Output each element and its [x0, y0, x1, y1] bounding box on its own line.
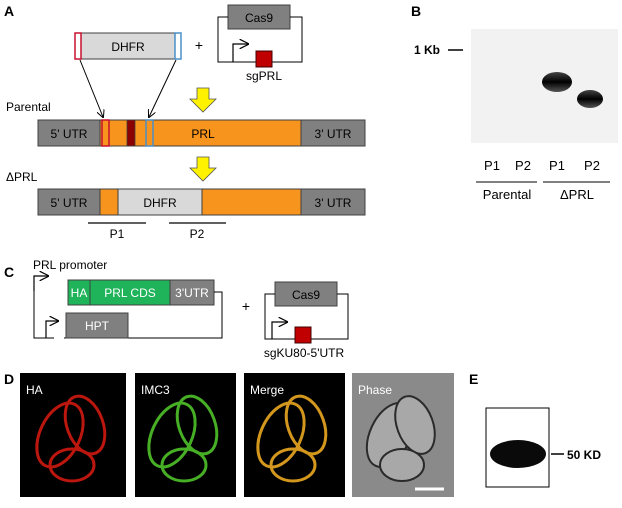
merge-parasites — [256, 394, 328, 483]
p2-label: P2 — [190, 227, 205, 241]
sgprl-label: sgPRL — [246, 69, 282, 83]
p1-label: P1 — [110, 227, 125, 241]
phase-parasites — [365, 395, 436, 482]
mutant-label: ΔPRL — [6, 170, 38, 184]
gel-lane-1: P1 — [484, 158, 500, 173]
c-cas9-box — [274, 281, 338, 307]
imc3-panel-label: IMC3 — [141, 383, 170, 397]
gel-group1-label: Parental — [483, 187, 532, 202]
prl-promoter-arrow — [33, 276, 48, 291]
cas9-plasmid-loop-right — [271, 16, 303, 63]
c-cas9-label: Cas9 — [292, 288, 320, 302]
imc3-parasites — [147, 394, 219, 483]
promoter-label: PRL promoter — [33, 258, 107, 272]
gel-band-delta-p1 — [542, 72, 572, 92]
prl-cds-label: PRL CDS — [104, 286, 156, 300]
gel-group2-label: ΔPRL — [560, 187, 594, 202]
mutant-dhfr — [117, 188, 203, 216]
gel-marker-label: 1 Kb — [414, 43, 440, 57]
sgprl-box — [255, 50, 273, 68]
western-band — [490, 440, 546, 468]
western-marker-label: 50 KD — [567, 448, 601, 462]
donor-left-homology-arm — [74, 32, 82, 60]
hpt-box — [65, 312, 129, 339]
panel-c-letter: C — [4, 264, 14, 280]
ha-parasites — [35, 394, 107, 483]
prl-cds-box — [89, 279, 171, 306]
c-cas9-loop-left — [264, 293, 296, 340]
gel-lane-3: P1 — [549, 158, 565, 173]
panel-c-plus: + — [242, 298, 250, 314]
mutant-5utr-label: 5' UTR — [51, 196, 88, 210]
donor-right-homology-arm — [174, 32, 182, 60]
sgku80-box — [294, 326, 312, 344]
gel-lane-4: P2 — [584, 158, 600, 173]
hpt-promoter-arrow — [45, 321, 58, 338]
gel-band-delta-p2 — [577, 90, 603, 108]
parental-left-arm — [101, 119, 110, 147]
ha-label: HA — [71, 286, 88, 300]
mutant-5utr — [37, 188, 101, 216]
hpt-plasmid-loop — [64, 291, 223, 339]
phase-panel-label: Phase — [358, 383, 392, 397]
yellow-arrow-top — [189, 87, 217, 113]
hpt-plasmid-loop-left — [33, 291, 54, 339]
ha-panel-label: HA — [26, 383, 43, 397]
promoter-arrow — [232, 44, 248, 62]
gel-lane-2: P2 — [515, 158, 531, 173]
panel-d-letter: D — [4, 371, 14, 387]
parental-5utr — [37, 119, 101, 147]
parental-prl-label: PRL — [191, 127, 215, 141]
mutant-dhfr-label: DHFR — [143, 196, 177, 210]
parental-right-arm — [145, 119, 154, 147]
parental-3utr — [300, 119, 366, 147]
hpt-label: HPT — [85, 319, 110, 333]
mutant-prl-left — [99, 188, 119, 216]
sgku80-label: sgKU80-5'UTR — [264, 346, 345, 360]
parental-5utr-label: 5' UTR — [51, 127, 88, 141]
left-homology-arrow — [79, 59, 103, 117]
c-cas9-loop-right — [310, 293, 349, 340]
parental-3utr-label: 3' UTR — [315, 127, 352, 141]
mutant-prl-right — [201, 188, 302, 216]
panel-e-letter: E — [469, 371, 478, 387]
parental-cut-site — [126, 119, 136, 147]
panel-b-letter: B — [411, 3, 421, 19]
mutant-3utr — [300, 188, 366, 216]
mutant-3utr-label: 3' UTR — [315, 196, 352, 210]
cas9-box — [227, 4, 291, 30]
merge-panel-label: Merge — [250, 383, 284, 397]
c-sgrna-promoter-arrow — [271, 322, 287, 339]
panel-a-letter: A — [4, 3, 14, 19]
cas9-label: Cas9 — [245, 11, 273, 25]
right-homology-arrow — [149, 59, 177, 117]
donor-dhfr-label: DHFR — [111, 40, 145, 54]
construct-3utr-label: 3'UTR — [175, 286, 209, 300]
yellow-arrow-mid — [189, 156, 217, 182]
cas9-plasmid-loop — [217, 16, 257, 63]
parental-label: Parental — [6, 100, 51, 114]
panel-a-plus: + — [195, 37, 203, 53]
